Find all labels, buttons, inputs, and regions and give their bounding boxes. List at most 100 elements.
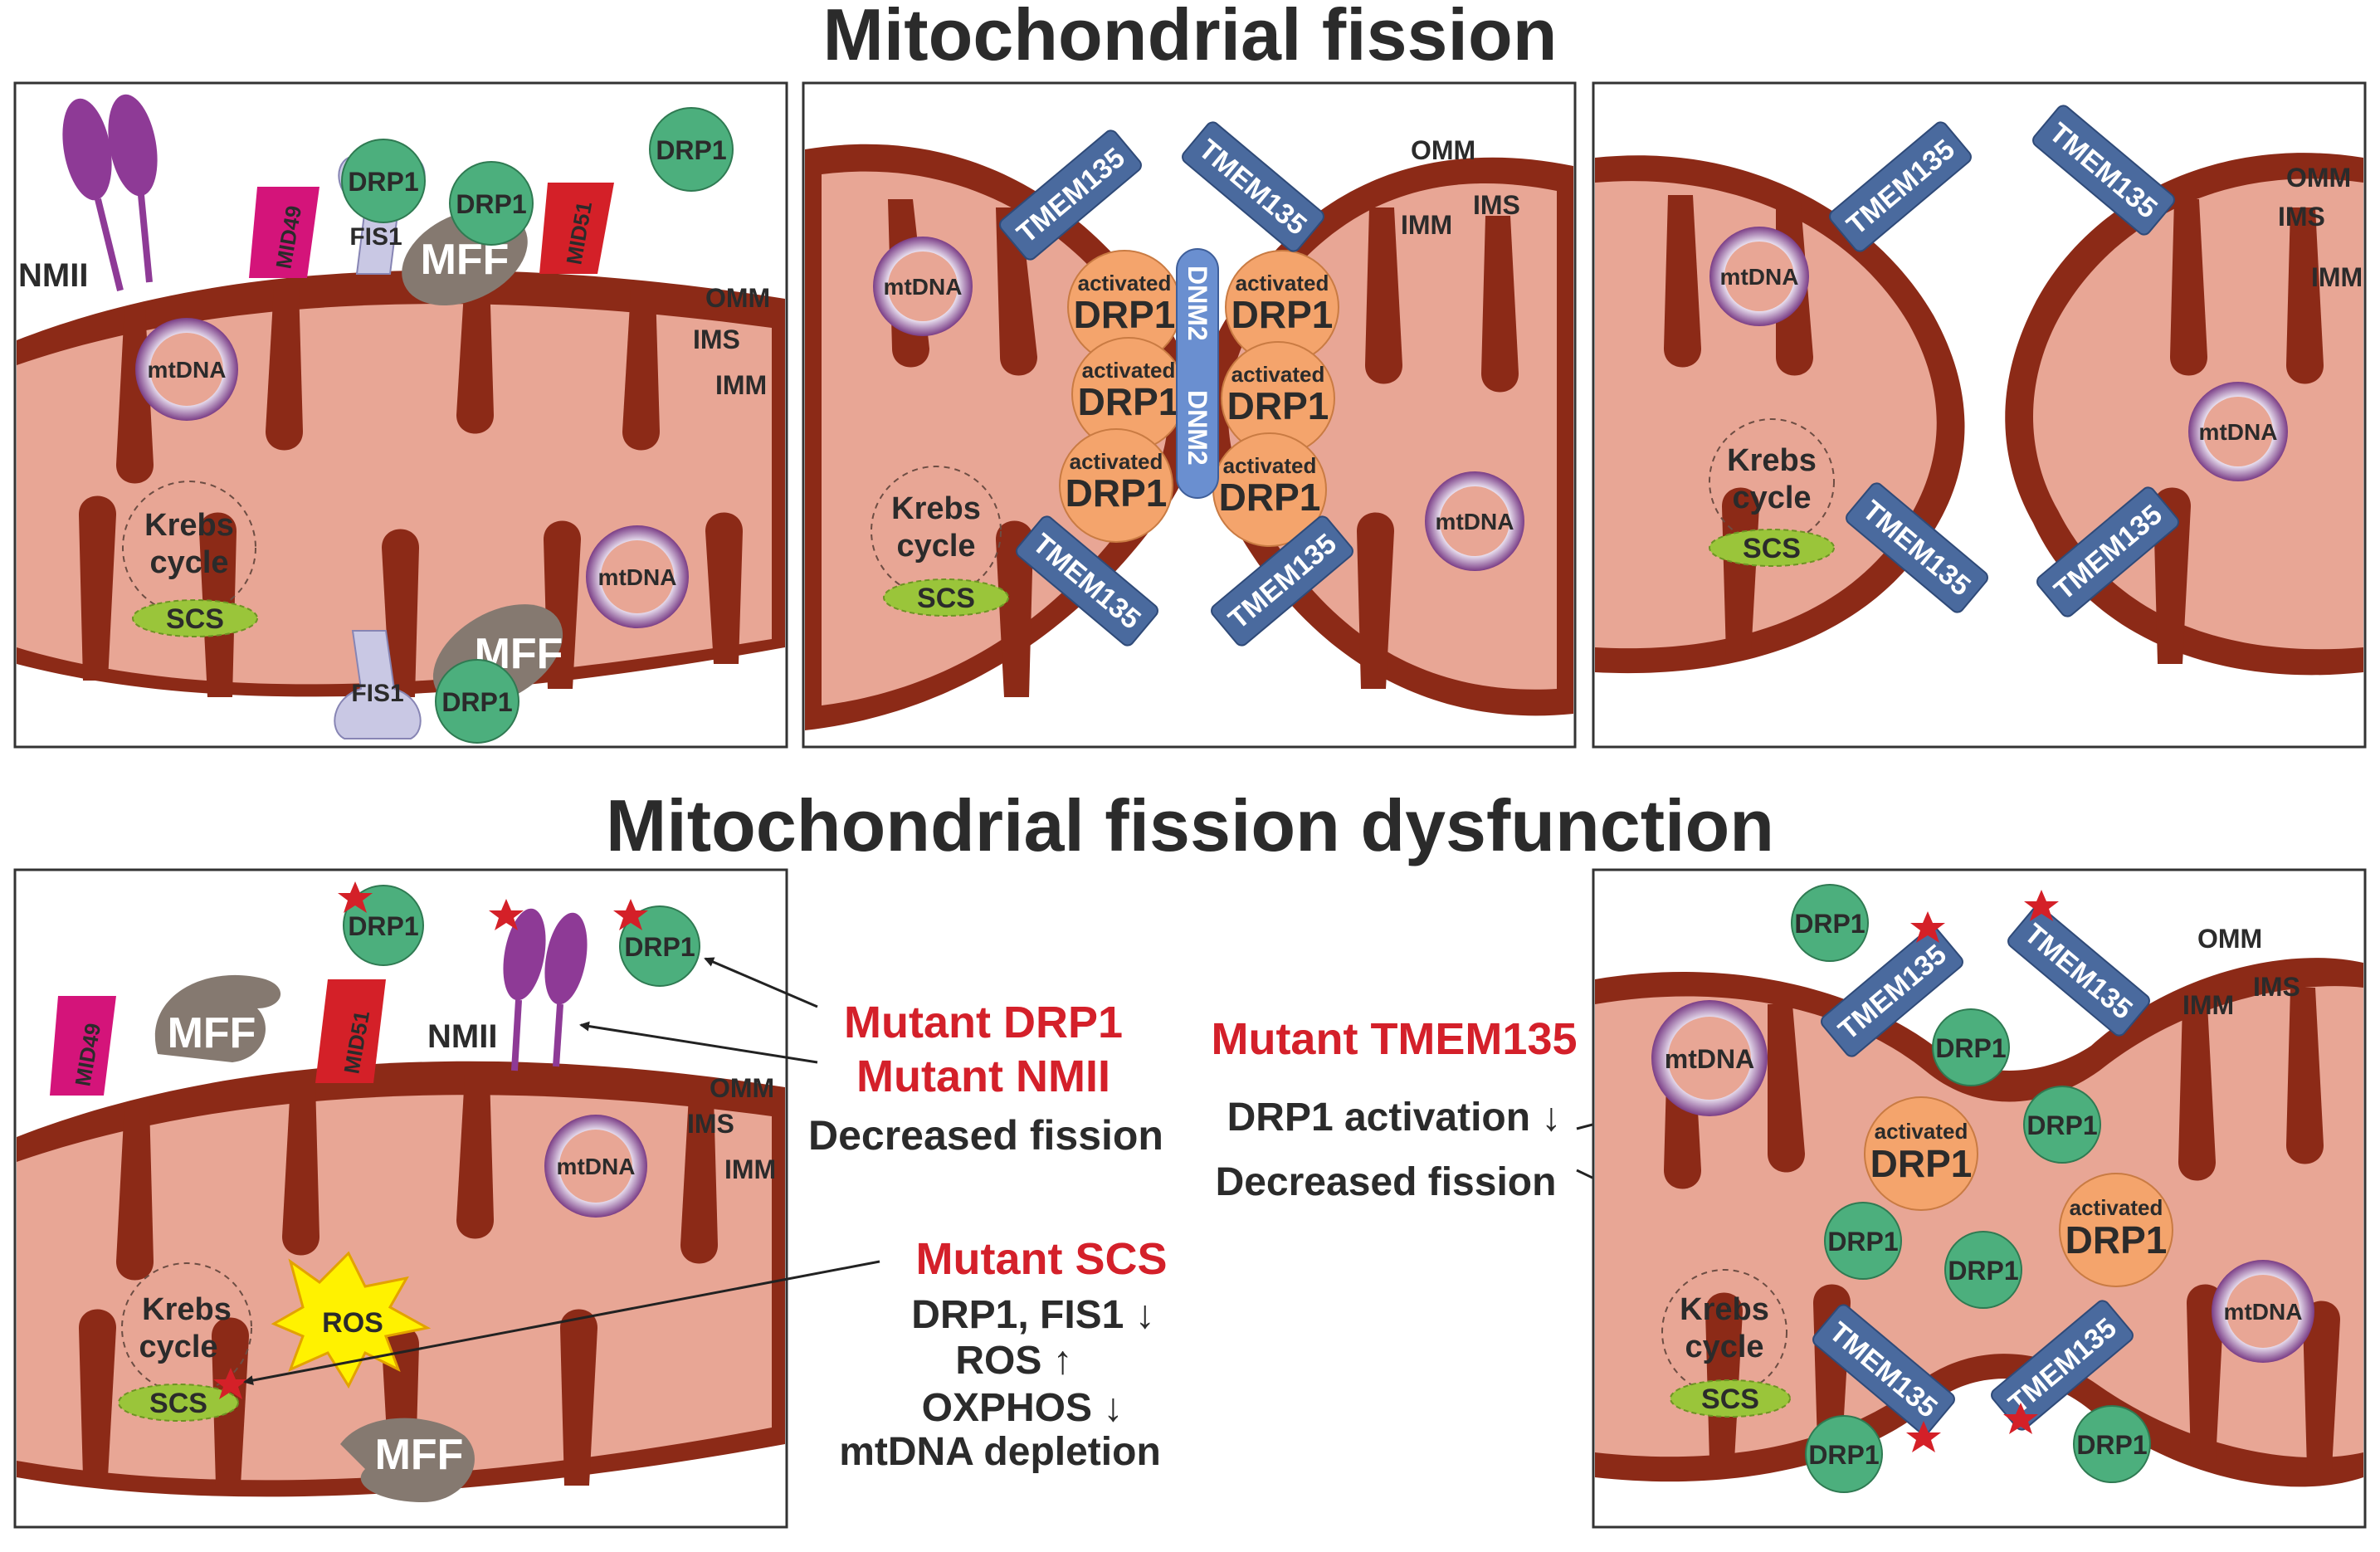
svg-text:DRP1: DRP1 <box>1794 909 1865 939</box>
svg-text:mtDNA: mtDNA <box>557 1154 636 1179</box>
label-imm-d: IMM <box>724 1154 776 1184</box>
svg-text:activated: activated <box>1231 362 1325 387</box>
mutation-star-tmem135-3 <box>1906 1421 1941 1452</box>
drp1-e-3: DRP1 <box>2023 1086 2101 1164</box>
activated-drp1-right-2: activated DRP1 <box>1221 341 1335 456</box>
label-nmii: NMII <box>18 257 88 294</box>
label-ims-c: IMS <box>2278 202 2325 232</box>
mid51-receptor: MID51 <box>539 183 614 274</box>
mtdna-ring-5: mtDNA <box>1709 227 1809 326</box>
mtdna-ring-4: mtDNA <box>1425 471 1524 571</box>
annotation-mutant-tmem135: Mutant TMEM135 DRP1 activation ↓ Decreas… <box>1211 1014 1577 1204</box>
ros-burst: ROS <box>271 1251 432 1389</box>
drp1-e-1: DRP1 <box>1791 884 1869 962</box>
mtdna-ring-9: mtDNA <box>2212 1260 2314 1363</box>
svg-text:OXPHOS ↓: OXPHOS ↓ <box>922 1386 1124 1430</box>
mff-d-top: MFF <box>154 974 281 1062</box>
svg-text:cycle: cycle <box>149 545 228 580</box>
svg-text:DRP1: DRP1 <box>1948 1256 2018 1286</box>
svg-text:activated: activated <box>1875 1119 1968 1144</box>
activated-drp1-left-1: activated DRP1 <box>1067 250 1182 364</box>
mtdna-ring-8: mtDNA <box>1651 1000 1768 1116</box>
arrow-to-mutant-scs <box>243 1260 880 1386</box>
panel-mutant-drp1-nmii-scs: MID49 MFF MID51 DRP1 DRP1 <box>13 868 788 1529</box>
svg-text:activated: activated <box>2070 1195 2163 1220</box>
svg-text:cycle: cycle <box>1685 1330 1763 1364</box>
annotation-mutant-drp1-nmii: Mutant DRP1 Mutant NMII Decreased fissio… <box>808 998 1163 1159</box>
mtdna-ring-7: mtDNA <box>544 1115 647 1218</box>
scs-complex-b: SCS <box>883 578 1009 617</box>
svg-text:Mutant DRP1: Mutant DRP1 <box>844 998 1123 1047</box>
svg-text:mtDNA: mtDNA <box>598 564 677 590</box>
panel-fission-complete: TMEM135 TMEM135 TMEM135 TMEM135 mtDNA <box>1592 81 2367 749</box>
svg-text:DRP1: DRP1 <box>1827 1227 1898 1257</box>
activated-drp1-left-3: activated DRP1 <box>1059 428 1173 543</box>
mtdna-ring-3: mtDNA <box>873 237 973 336</box>
svg-text:DRP1: DRP1 <box>1074 293 1176 336</box>
mutation-star-scs <box>213 1368 248 1399</box>
mutation-star-drp1 <box>338 881 373 913</box>
svg-text:MFF: MFF <box>375 1431 464 1479</box>
svg-text:mtDNA: mtDNA <box>884 274 963 300</box>
label-imm-b: IMM <box>1401 210 1452 240</box>
mid49-receptor: MID49 <box>249 187 319 278</box>
label-imm: IMM <box>715 370 767 400</box>
svg-text:Krebs: Krebs <box>1680 1292 1769 1327</box>
svg-text:DRP1: DRP1 <box>441 687 512 717</box>
scs-complex-c: SCS <box>1709 529 1835 567</box>
svg-text:mtDNA: mtDNA <box>2199 419 2278 445</box>
activated-drp1-e-1: activated DRP1 <box>1864 1096 1978 1211</box>
svg-text:FIS1: FIS1 <box>351 680 403 707</box>
svg-text:Krebs: Krebs <box>144 508 234 543</box>
label-ims-b: IMS <box>1473 190 1520 220</box>
drp1-free: DRP1 <box>649 107 734 192</box>
title-mitochondrial-fission-dysfunction: Mitochondrial fission dysfunction <box>606 784 1774 866</box>
drp1-e-7: DRP1 <box>2073 1405 2151 1483</box>
svg-text:DNM2: DNM2 <box>1183 266 1212 341</box>
svg-text:DRP1, FIS1 ↓: DRP1, FIS1 ↓ <box>911 1293 1154 1337</box>
svg-text:DRP1: DRP1 <box>656 135 726 165</box>
drp1-fis1-bound: DRP1 <box>341 139 426 223</box>
label-omm-b: OMM <box>1411 135 1475 165</box>
svg-text:activated: activated <box>1070 449 1163 474</box>
svg-text:activated: activated <box>1236 271 1329 295</box>
scs-complex: SCS <box>132 599 258 637</box>
mtdna-ring-1: mtDNA <box>135 318 238 421</box>
svg-text:ROS: ROS <box>322 1307 383 1339</box>
svg-text:DRP1: DRP1 <box>1935 1033 2006 1063</box>
mid49-receptor-d: MID49 <box>50 996 116 1096</box>
activated-drp1-left-2: activated DRP1 <box>1071 337 1186 451</box>
svg-text:DRP1: DRP1 <box>1219 476 1321 519</box>
dnm2: DNM2 DNM2 <box>1176 248 1219 499</box>
svg-text:ROS ↑: ROS ↑ <box>955 1339 1072 1383</box>
svg-text:DRP1: DRP1 <box>456 189 526 219</box>
drp1-e-4: DRP1 <box>1824 1202 1902 1280</box>
drp1-e-2: DRP1 <box>1932 1008 2010 1086</box>
svg-text:mtDNA: mtDNA <box>2224 1299 2303 1325</box>
svg-text:FIS1: FIS1 <box>349 223 402 251</box>
svg-text:DRP1: DRP1 <box>2076 1430 2147 1460</box>
svg-text:mtDNA: mtDNA <box>1436 509 1514 534</box>
drp1-e-6: DRP1 <box>1805 1415 1883 1493</box>
mid51-receptor-d: MID51 <box>315 979 386 1083</box>
arrow-to-mutant-nmii <box>579 1021 818 1064</box>
svg-text:Krebs: Krebs <box>1727 443 1817 478</box>
panel-normal-fission-recruitment: MID49 MID51 FIS1 MFF DRP1 <box>13 81 788 749</box>
label-ims-e: IMS <box>2253 972 2300 1002</box>
krebs-cycle-d: Krebs cycle <box>121 1262 252 1393</box>
svg-text:Decreased fission: Decreased fission <box>1216 1160 1557 1204</box>
svg-text:DRP1: DRP1 <box>1078 380 1180 423</box>
svg-text:DRP1: DRP1 <box>1808 1440 1879 1470</box>
svg-text:activated: activated <box>1082 358 1176 383</box>
svg-text:Mutant SCS: Mutant SCS <box>916 1234 1168 1284</box>
svg-text:DRP1: DRP1 <box>1870 1142 1973 1185</box>
label-omm-c: OMM <box>2286 163 2351 193</box>
svg-text:cycle: cycle <box>896 529 975 564</box>
activated-drp1-e-2: activated DRP1 <box>2059 1173 2173 1287</box>
nmii-motor <box>62 94 158 291</box>
svg-text:DRP1: DRP1 <box>1231 293 1334 336</box>
svg-text:MFF: MFF <box>168 1009 256 1057</box>
mff-d-bottom: MFF <box>340 1418 475 1502</box>
svg-text:DRP1: DRP1 <box>2026 1110 2097 1140</box>
